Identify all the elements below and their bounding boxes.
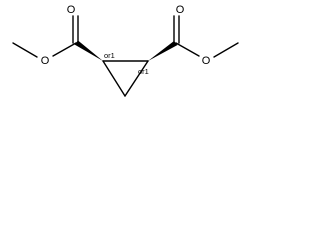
ring-bond-left xyxy=(102,60,126,97)
structure-drawing: O O O O or1 or1 xyxy=(12,4,239,97)
ring-bond-right xyxy=(124,60,149,97)
ester-bond-right xyxy=(175,42,200,57)
molecule-structure: O O O O or1 or1 xyxy=(0,0,255,109)
ester-bond-left xyxy=(52,42,77,57)
oxygen-ester-right: O xyxy=(202,55,211,67)
wedge-bond-left xyxy=(74,40,103,61)
oxygen-carbonyl-left: O xyxy=(67,4,76,16)
oxygen-carbonyl-right: O xyxy=(176,4,185,16)
methyl-bond-right xyxy=(213,42,239,58)
oxygen-ester-left: O xyxy=(41,55,50,67)
wedge-bond-right xyxy=(148,41,178,61)
methyl-bond-left xyxy=(12,42,38,58)
stereo-label-left: or1 xyxy=(104,51,115,60)
stereo-label-right: or1 xyxy=(138,67,149,76)
